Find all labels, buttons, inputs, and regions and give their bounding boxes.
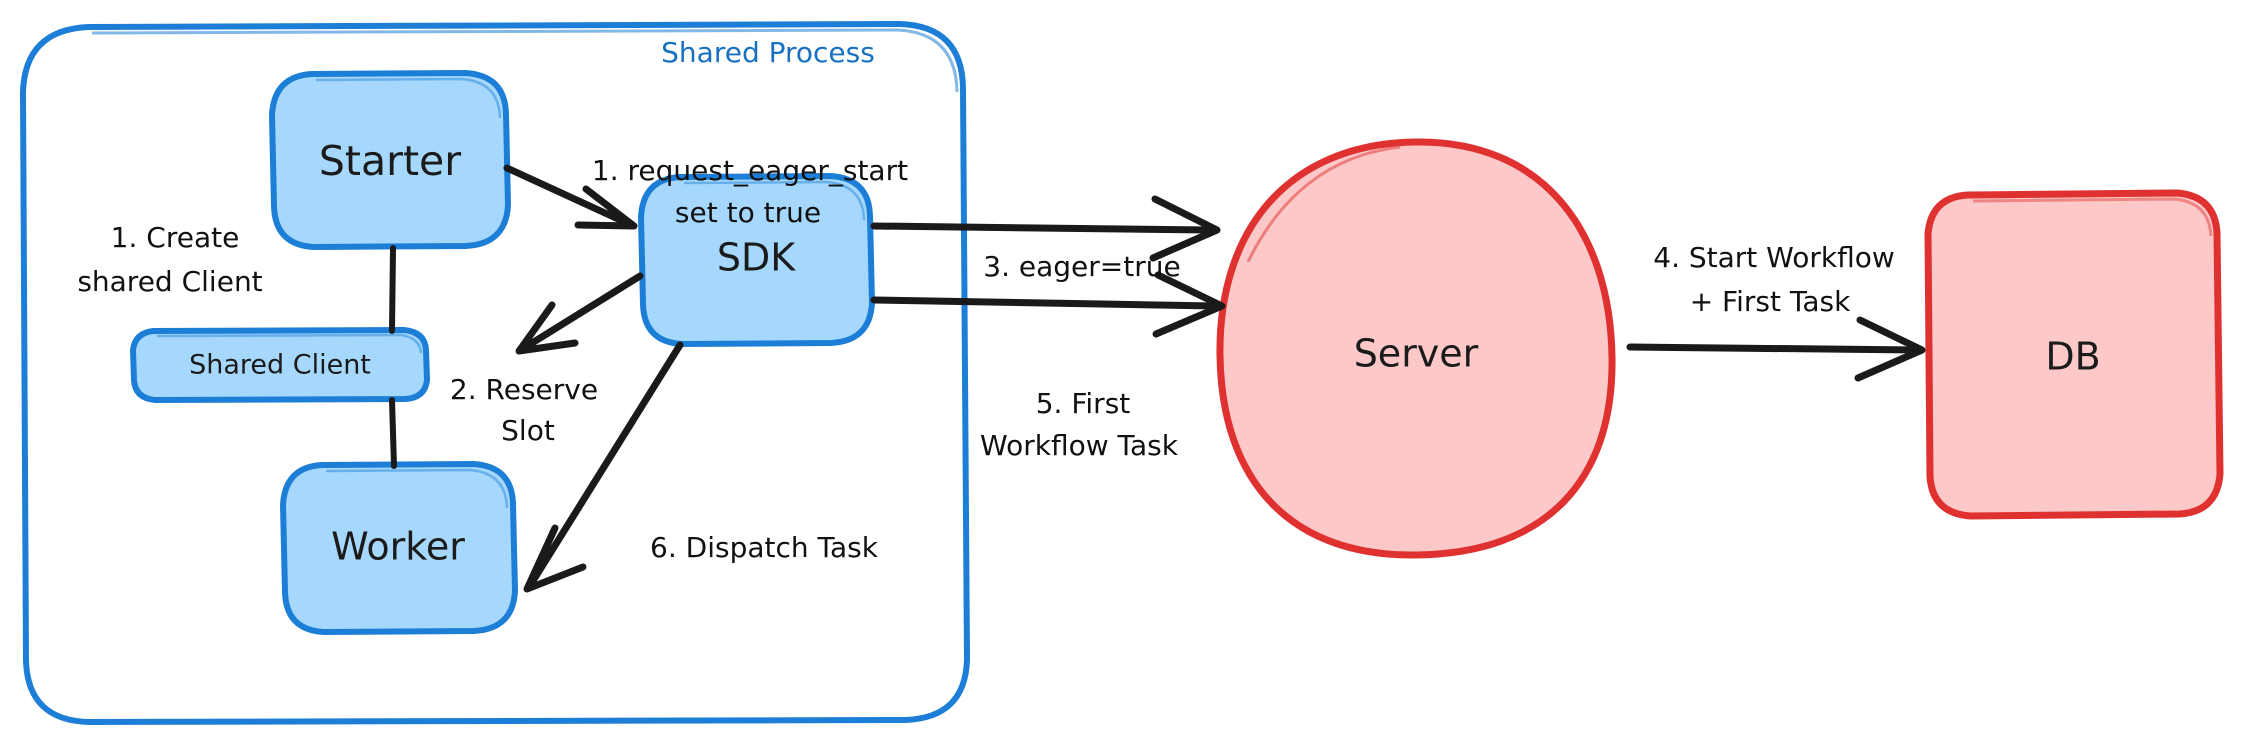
server-outline <box>1216 138 1616 559</box>
starter-outline <box>268 69 512 251</box>
worker-shape <box>283 464 515 632</box>
node-starter[interactable]: Starter <box>268 69 512 251</box>
sdk-outline <box>637 172 876 348</box>
db-shape <box>1928 193 2220 516</box>
node-sdk[interactable]: SDK <box>637 172 876 348</box>
starter-label: Starter <box>319 137 461 185</box>
shared-client-outline <box>129 326 431 404</box>
edge-arrowhead <box>523 524 587 593</box>
sdk-shape <box>641 176 872 344</box>
edge-line <box>527 341 684 588</box>
edge-label-eager-true: 3. eager=true <box>983 250 1180 283</box>
edge-label-first-workflow-task-line1: 5. First <box>1036 387 1131 420</box>
worker-label: Worker <box>331 525 465 569</box>
shared-client-shape <box>133 330 427 400</box>
node-db[interactable]: DB <box>1924 189 2224 520</box>
edge-arrowhead <box>515 301 579 355</box>
shared-process-group: Shared Process <box>19 20 971 726</box>
shared-client-outline-sketch <box>156 333 423 354</box>
shared-client-label: Shared Client <box>189 350 371 381</box>
edge-label-reserve-slot-line1: 2. Reserve <box>450 373 598 406</box>
edge-label-request-eager-start-line2: set to true <box>675 196 821 229</box>
db-outline <box>1924 189 2224 520</box>
edge-sdk-server-first-task <box>870 271 1226 338</box>
edge-label-dispatch-task: 6. Dispatch Task <box>650 531 879 564</box>
starter-shape <box>272 73 508 247</box>
edge-server-db <box>1626 316 1926 382</box>
edge-label-first-workflow-task-line2: Workflow Task <box>980 429 1179 462</box>
edge-label-request-eager-start-line1: 1. request_eager_start <box>592 154 908 187</box>
edge-label-start-workflow-line2: + First Task <box>1690 285 1851 318</box>
shared-process-border-sketch <box>91 28 959 93</box>
db-label: DB <box>2045 335 2100 379</box>
edge-sdk-server-eager <box>870 195 1221 262</box>
edge-arrowhead <box>1152 271 1226 338</box>
shared-process-border <box>19 20 971 726</box>
sdk-outline-sketch <box>683 180 866 221</box>
edge-arrowhead <box>574 185 638 230</box>
edge-starter-sdk <box>503 164 638 230</box>
starter-outline-sketch <box>315 77 502 119</box>
worker-outline <box>279 460 519 636</box>
edge-line <box>870 222 1214 234</box>
edge-line <box>520 272 644 352</box>
db-outline-sketch <box>1972 197 2213 237</box>
node-server[interactable]: Server <box>1216 138 1616 559</box>
node-shared-client[interactable]: Shared Client <box>129 326 431 404</box>
server-label: Server <box>1354 332 1479 376</box>
edge-label-create-shared-client-line2: shared Client <box>77 265 262 298</box>
node-worker[interactable]: Worker <box>279 460 519 636</box>
worker-outline-sketch <box>325 468 509 509</box>
edge-starter-shared-client <box>389 245 396 334</box>
edge-label-reserve-slot-line2: Slot <box>501 414 555 447</box>
shared-process-label: Shared Process <box>661 36 875 69</box>
edge-label-start-workflow-line1: 4. Start Workflow <box>1653 241 1895 274</box>
edge-line <box>870 296 1219 310</box>
server-outline-sketch <box>1246 145 1401 263</box>
sdk-label: SDK <box>717 236 796 280</box>
edge-sdk-worker-dispatch <box>523 341 684 593</box>
edge-arrowhead <box>1854 316 1926 382</box>
edge-line <box>1626 343 1919 354</box>
edge-shared-client-worker <box>389 397 397 469</box>
server-shape <box>1219 141 1613 556</box>
edge-line <box>389 245 396 334</box>
edge-sdk-worker-reserve <box>515 272 644 355</box>
edge-line <box>389 397 397 469</box>
edge-arrowhead <box>1149 195 1221 262</box>
edge-line <box>503 164 633 228</box>
edge-label-create-shared-client-line1: 1. Create <box>111 221 240 254</box>
